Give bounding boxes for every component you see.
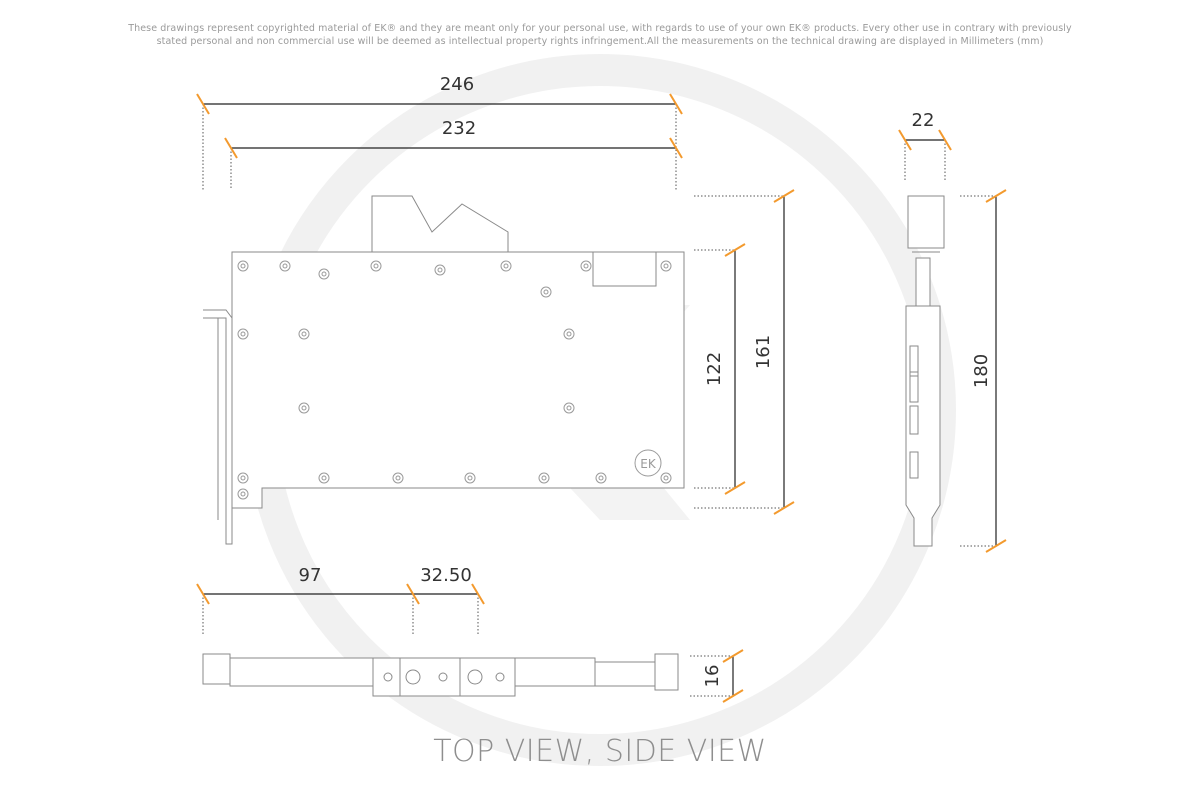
screw-hole-center (301, 331, 307, 337)
front-view: EK (203, 195, 685, 545)
screw-hole (237, 260, 249, 272)
screw-hole (279, 260, 291, 272)
dimension-ticks (196, 93, 1007, 703)
screw-hole-center (395, 475, 401, 481)
screw-hole (540, 286, 552, 298)
copyright-disclaimer: These drawings represent copyrighted mat… (0, 22, 1200, 48)
screw-hole-center (240, 491, 246, 497)
screw-hole (318, 472, 330, 484)
top-view (202, 653, 679, 697)
screw-hole (563, 402, 575, 414)
screw-hole-center (503, 263, 509, 269)
screw-hole (660, 472, 672, 484)
screw-hole-center (541, 475, 547, 481)
view-title: TOP VIEW, SIDE VIEW (433, 734, 767, 769)
dim-label-overall-width: 246 (440, 74, 474, 95)
screw-hole-center (240, 263, 246, 269)
screw-hole (298, 328, 310, 340)
disclaimer-line-2: stated personal and non commercial use w… (156, 36, 1044, 47)
screw-hole-center (583, 263, 589, 269)
screw-hole-center (240, 331, 246, 337)
dim-label-side-thickness: 22 (912, 110, 935, 131)
screw-hole-center (373, 263, 379, 269)
screw-hole (237, 488, 249, 500)
screw-hole (298, 402, 310, 414)
screw-hole (595, 472, 607, 484)
screw-hole-center (663, 263, 669, 269)
screw-hole-center (321, 475, 327, 481)
screw-hole (370, 260, 382, 272)
ek-logo-mark: EK (640, 457, 657, 471)
screw-hole-center (566, 331, 572, 337)
screw-hole (237, 328, 249, 340)
side-profile-view (905, 195, 945, 547)
screw-hole-center (467, 475, 473, 481)
front-view-screws (237, 260, 672, 500)
screw-hole (580, 260, 592, 272)
dim-label-inner-height: 122 (704, 352, 725, 386)
screw-hole-center (543, 289, 549, 295)
screw-hole-center (240, 475, 246, 481)
screw-hole-center (301, 405, 307, 411)
dim-label-port-spacing: 32.50 (420, 565, 472, 586)
dim-label-total-height: 180 (971, 354, 992, 388)
screw-hole-center (321, 271, 327, 277)
dim-label-port-offset: 97 (299, 565, 322, 586)
dim-label-block-depth: 16 (702, 665, 723, 688)
screw-hole (318, 268, 330, 280)
screw-hole-center (437, 267, 443, 273)
screw-hole (464, 472, 476, 484)
dim-label-block-height: 161 (753, 335, 774, 369)
screw-hole-center (282, 263, 288, 269)
dimension-lines (203, 103, 997, 696)
screw-hole (434, 264, 446, 276)
screw-hole (237, 472, 249, 484)
screw-hole-center (566, 405, 572, 411)
screw-hole-center (598, 475, 604, 481)
screw-hole (392, 472, 404, 484)
screw-hole (500, 260, 512, 272)
screw-hole (563, 328, 575, 340)
disclaimer-line-1: These drawings represent copyrighted mat… (128, 23, 1072, 34)
screw-hole-center (663, 475, 669, 481)
dim-label-block-width: 232 (442, 118, 476, 139)
screw-hole (660, 260, 672, 272)
screw-hole (538, 472, 550, 484)
